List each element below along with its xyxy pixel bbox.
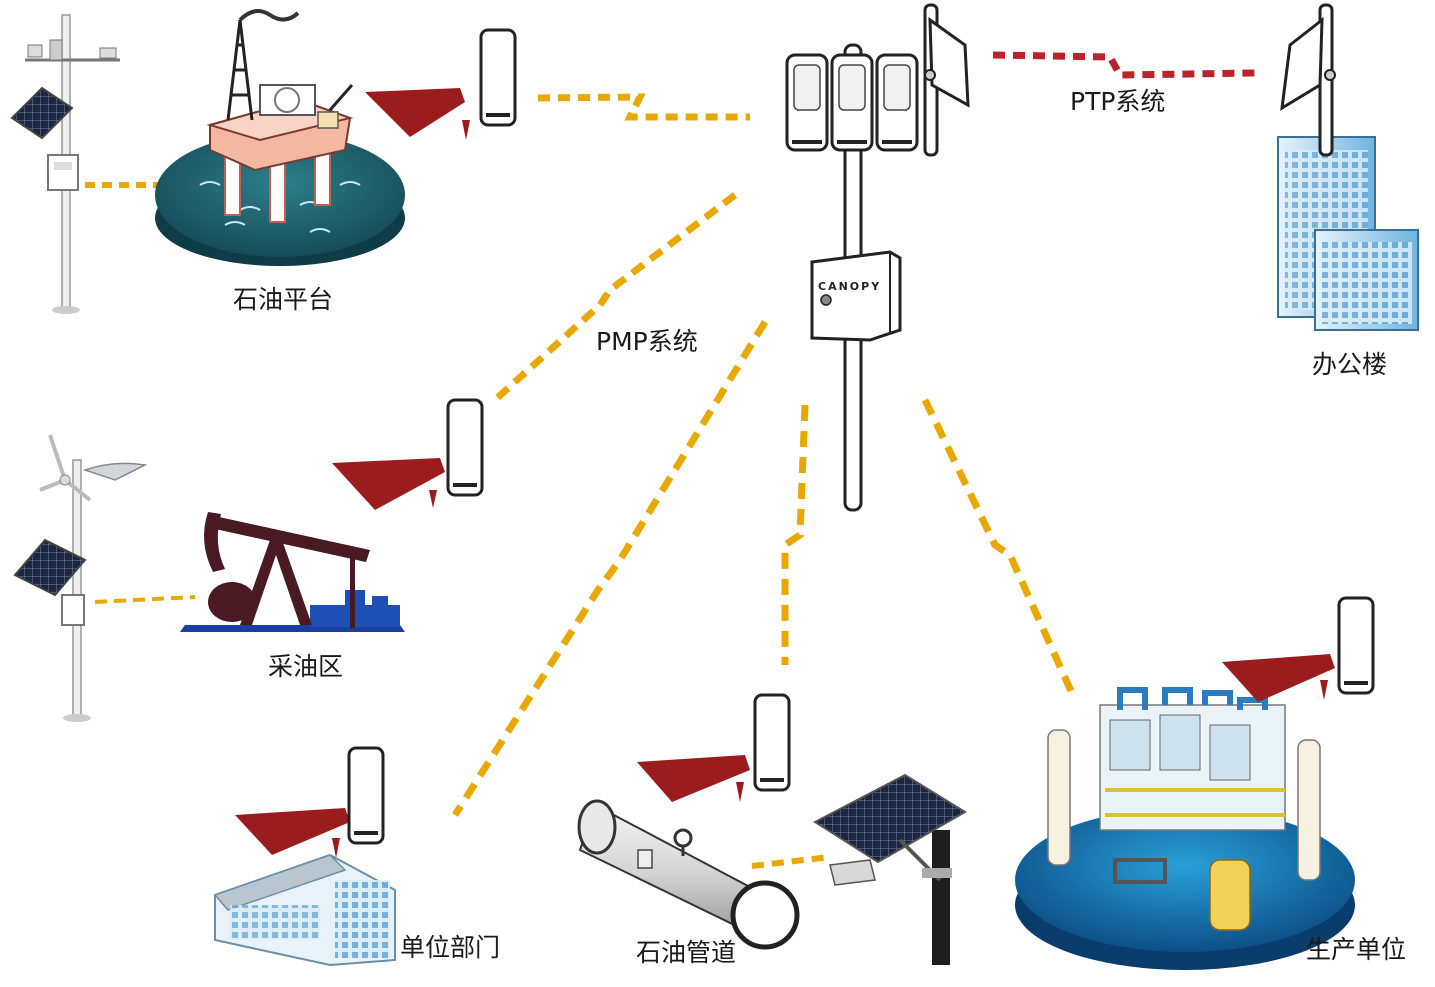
- unit-department-building: [213, 853, 396, 967]
- link-pmp-to-production-unit: [921, 398, 1079, 702]
- label-production-unit: 生产单位: [1306, 935, 1407, 964]
- canopy-control-box: CANOPY: [810, 250, 902, 342]
- link-pmp-to-oil-pipeline: [781, 404, 809, 665]
- label-oil-extraction-area: 采油区: [268, 652, 344, 681]
- ptp-dish-antenna-tower: [923, 3, 970, 157]
- access-point-radio-middle: [830, 53, 874, 152]
- canopy-brand-text: CANOPY: [818, 280, 881, 293]
- cpe-radio-unit-department: [235, 746, 385, 858]
- access-point-radio-right: [875, 53, 919, 152]
- ptp-dish-antenna-office: [1280, 3, 1336, 157]
- cpe-radio-oil-extraction: [332, 398, 484, 510]
- label-unit-department: 单位部门: [400, 933, 501, 962]
- office-building-illustration: [1277, 3, 1419, 331]
- link-ptp-tower-to-office: [992, 51, 1256, 79]
- weather-station-illustration: [10, 14, 120, 314]
- production-plant-illustration: [1015, 687, 1355, 970]
- link-wind-station-to-pumpjack: [94, 595, 196, 604]
- cpe-radio-oil-pipeline: [637, 693, 791, 802]
- label-pmp-system: PMP系统: [596, 327, 698, 356]
- label-oil-pipeline: 石油管道: [636, 938, 737, 967]
- link-pipeline-to-camera: [751, 854, 831, 869]
- base-station-tower: CANOPY: [785, 3, 970, 512]
- oil-pipeline-illustration: [577, 799, 800, 950]
- link-pmp-to-unit-department: [452, 320, 768, 817]
- cpe-radio-oil-platform: [365, 28, 517, 140]
- solar-camera-pole-illustration: [813, 773, 967, 965]
- access-point-radio-left: [785, 53, 829, 152]
- label-office-building: 办公楼: [1312, 350, 1388, 379]
- link-pmp-to-oil-extraction: [492, 192, 738, 403]
- cpe-radio-production-unit: [1222, 596, 1375, 702]
- pump-jack-illustration: [180, 512, 405, 632]
- label-oil-platform: 石油平台: [233, 285, 334, 314]
- label-ptp-system: PTP系统: [1070, 87, 1166, 116]
- wind-solar-station-illustration: [13, 434, 148, 722]
- oil-platform-illustration: [155, 9, 405, 266]
- link-oil-platform-to-tower: [537, 93, 750, 121]
